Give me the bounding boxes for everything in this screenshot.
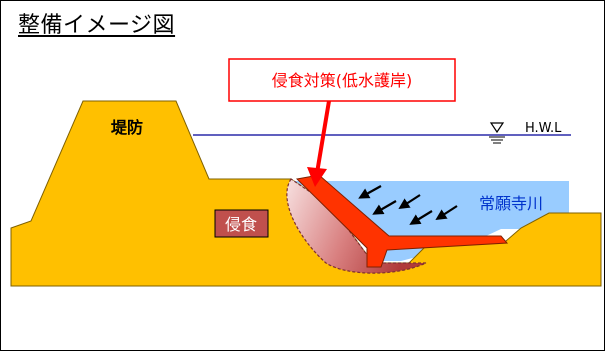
flow-arrow: [398, 194, 421, 209]
erosion-label: 侵食: [225, 215, 257, 234]
flow-arrow: [409, 210, 433, 225]
erosion-label-box: [214, 209, 269, 238]
hwl-symbol-icon: [489, 122, 505, 134]
measure-label: 侵食対策(低水護岸): [272, 71, 413, 90]
river-label: 常願寺川: [479, 194, 543, 213]
measure-callout-box: [228, 58, 456, 102]
river-water: [291, 181, 569, 261]
flow-arrow: [372, 200, 397, 215]
diagram-title: 整備イメージ図: [18, 13, 176, 38]
hwl-label: H.W.L: [525, 121, 562, 136]
callout-arrow-head: [307, 167, 327, 187]
callout-arrow: [315, 100, 331, 174]
revetment-structure: [295, 174, 509, 268]
flow-arrow: [358, 185, 382, 199]
flow-arrow: [435, 205, 458, 220]
levee-label: 堤防: [111, 118, 143, 137]
